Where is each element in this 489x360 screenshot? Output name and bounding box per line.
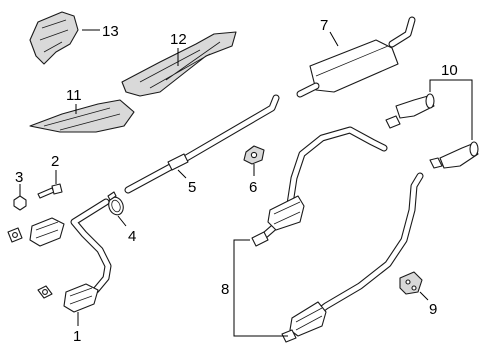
- leader-8: [233, 239, 288, 337]
- exhaust-tips: [385, 93, 479, 169]
- catalytic-converter-front: [7, 198, 112, 313]
- leader-9: [419, 291, 429, 301]
- bolt: [37, 183, 63, 199]
- callout-8: 8: [221, 281, 229, 298]
- leader-4: [117, 215, 127, 227]
- callout-4: 4: [128, 228, 136, 245]
- heat-shield-upper: [29, 11, 79, 65]
- muffler: [296, 16, 416, 98]
- hanger-bracket: [399, 271, 423, 295]
- callout-11: 11: [66, 87, 82, 104]
- callout-3: 3: [15, 169, 23, 186]
- callout-13: 13: [102, 23, 119, 40]
- leader-5: [177, 169, 187, 179]
- nut: [13, 195, 27, 211]
- callout-9: 9: [429, 301, 437, 318]
- leader-7: [329, 31, 339, 47]
- clamp: [107, 191, 124, 216]
- intermediate-pipe: [124, 94, 280, 194]
- callout-7: 7: [320, 17, 328, 34]
- callout-12: 12: [170, 31, 187, 48]
- hanger-insulator: [243, 145, 265, 165]
- callout-2: 2: [51, 153, 59, 170]
- callout-1: 1: [73, 328, 81, 345]
- callout-6: 6: [249, 179, 257, 196]
- heat-shield-front: [29, 99, 135, 133]
- leader-10: [429, 79, 473, 140]
- callout-10: 10: [441, 62, 458, 79]
- resonator-pipe-assembly: [251, 126, 424, 343]
- callout-5: 5: [188, 179, 196, 196]
- heat-shield-center: [121, 31, 237, 97]
